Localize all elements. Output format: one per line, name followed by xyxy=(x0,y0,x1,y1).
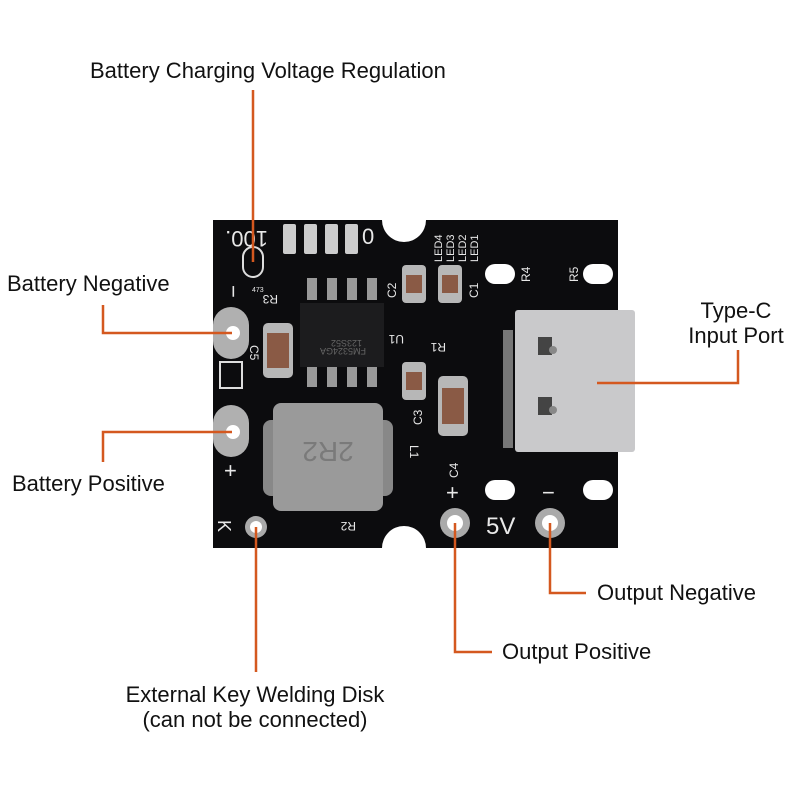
silk-r4: R4 xyxy=(519,266,533,282)
silk-battery-minus: − xyxy=(221,285,246,298)
leader-output-positive xyxy=(453,523,492,654)
silk-led2: LED2 xyxy=(457,234,469,262)
chip-u1 xyxy=(300,278,384,387)
label-battery-negative: Battery Negative xyxy=(7,271,170,296)
label-key-line2: (can not be connected) xyxy=(142,707,368,733)
leds xyxy=(283,224,358,254)
silk-c3: C3 xyxy=(411,409,425,425)
label-key-line1: External Key Welding Disk xyxy=(125,682,385,707)
silk-0: 0 xyxy=(362,224,374,249)
inductor-l1: 2R2 xyxy=(263,403,393,511)
leader-output-negative xyxy=(548,523,586,595)
label-charging-voltage: Battery Charging Voltage Regulation xyxy=(90,58,446,83)
silk-c2: C2 xyxy=(385,282,399,298)
silk-c4: C4 xyxy=(447,462,461,478)
silk-5v: 5V xyxy=(486,513,515,540)
silk-k: K xyxy=(214,520,234,532)
leader-battery-positive xyxy=(101,430,232,462)
label-type-c-line2: Input Port xyxy=(688,323,784,349)
silk-u1: U1 xyxy=(388,332,404,346)
silk-r1: R1 xyxy=(430,340,446,354)
label-type-c: Type-C Input Port xyxy=(678,298,794,349)
silk-l1: L1 xyxy=(407,445,421,459)
type-c-port xyxy=(503,310,635,452)
leader-battery-negative xyxy=(101,305,232,335)
silk-100: 100. xyxy=(225,226,268,251)
chip-marking-2: 123S52 xyxy=(331,338,362,348)
silk-output-minus: − xyxy=(542,480,555,505)
polarity-box xyxy=(219,361,243,389)
silk-r3-code: 473 xyxy=(252,287,264,294)
label-key: External Key Welding Disk (can not be co… xyxy=(95,682,415,733)
label-type-c-line1: Type-C xyxy=(700,298,772,323)
silk-c5: C5 xyxy=(247,345,261,361)
silk-r5: R5 xyxy=(567,266,581,282)
mounting-slots xyxy=(485,264,613,500)
leader-type-c xyxy=(597,350,740,385)
label-output-positive: Output Positive xyxy=(502,639,652,664)
silk-r3: R3 xyxy=(262,292,278,306)
silk-led1: LED1 xyxy=(469,234,481,262)
silk-led4: LED4 xyxy=(433,234,445,262)
inductor-marking: 2R2 xyxy=(302,436,353,467)
label-battery-positive: Battery Positive xyxy=(12,471,165,496)
chip-marking-1: FM5324GA xyxy=(320,346,366,356)
label-output-negative: Output Negative xyxy=(597,580,756,605)
silk-r2: R2 xyxy=(340,519,356,533)
silk-battery-plus: + xyxy=(224,458,237,483)
silk-led3: LED3 xyxy=(445,234,457,262)
silk-output-plus: + xyxy=(446,480,459,505)
silk-c1: C1 xyxy=(467,282,481,298)
capacitors xyxy=(263,265,468,436)
